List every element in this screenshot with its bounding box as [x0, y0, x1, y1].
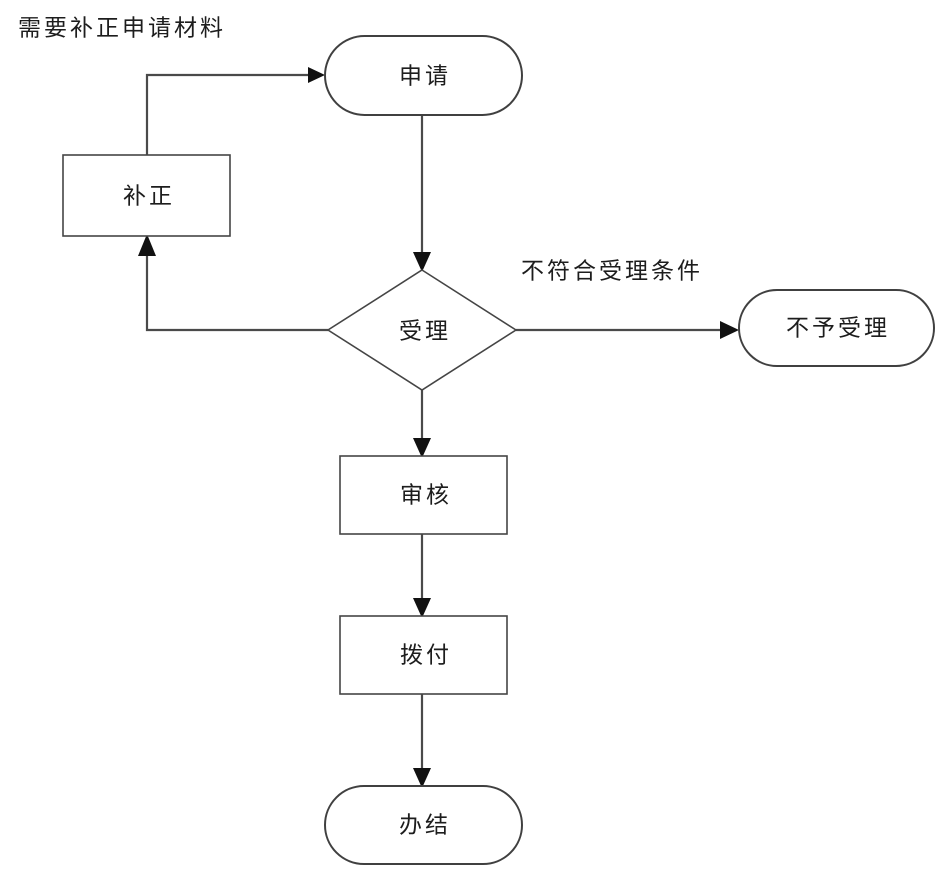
- arrow-head-right-icon: [308, 67, 325, 83]
- node-accept-decision-shape[interactable]: [326, 269, 518, 391]
- caption-amend-materials: 需要补正申请材料: [18, 16, 226, 42]
- node-accept-decision[interactable]: 受理: [326, 269, 518, 391]
- arrow-head-down-icon: [413, 768, 431, 788]
- label-layer: 需要补正申请材料 不符合受理条件: [18, 16, 703, 285]
- node-disburse-label: 拨付: [400, 643, 452, 669]
- edge-disburse-to-complete: [413, 694, 431, 788]
- edge-accept-to-reject: [516, 321, 739, 339]
- arrow-head-right-icon: [720, 321, 739, 339]
- edge-amend-to-apply-line: [145, 73, 318, 155]
- edge-apply-to-accept: [413, 115, 431, 272]
- arrow-head-up-icon: [138, 234, 156, 256]
- node-complete-shape[interactable]: [324, 785, 523, 865]
- node-apply-label: 申请: [399, 64, 451, 90]
- edge-accept-to-amend-line: [145, 245, 328, 332]
- node-review[interactable]: 审核: [339, 455, 508, 535]
- node-amend-shape[interactable]: [62, 154, 231, 237]
- edge-accept-to-review: [413, 390, 431, 458]
- edge-amend-to-apply: [145, 67, 325, 155]
- edge-label-not-meeting-conditions: 不符合受理条件: [521, 259, 703, 285]
- node-reject[interactable]: 不予受理: [738, 289, 935, 367]
- arrow-head-down-icon: [413, 598, 431, 618]
- node-reject-label: 不予受理: [786, 316, 890, 342]
- node-amend-label: 补正: [123, 184, 175, 210]
- node-review-shape[interactable]: [339, 455, 508, 535]
- edge-review-to-disburse: [413, 534, 431, 618]
- node-accept-decision-label: 受理: [399, 319, 451, 345]
- edge-layer: [138, 67, 739, 788]
- node-amend[interactable]: 补正: [62, 154, 231, 237]
- node-apply[interactable]: 申请: [324, 35, 523, 116]
- arrow-head-down-icon: [413, 438, 431, 458]
- node-disburse[interactable]: 拨付: [339, 615, 508, 695]
- node-layer: 申请 补正 受理 不予受理 审核: [62, 35, 935, 865]
- node-complete[interactable]: 办结: [324, 785, 523, 865]
- node-complete-label: 办结: [399, 813, 451, 839]
- node-reject-shape[interactable]: [738, 289, 935, 367]
- edge-accept-to-amend: [138, 234, 328, 332]
- node-disburse-shape[interactable]: [339, 615, 508, 695]
- arrow-head-down-icon: [413, 252, 431, 272]
- node-review-label: 审核: [400, 483, 452, 509]
- node-apply-shape[interactable]: [324, 35, 523, 116]
